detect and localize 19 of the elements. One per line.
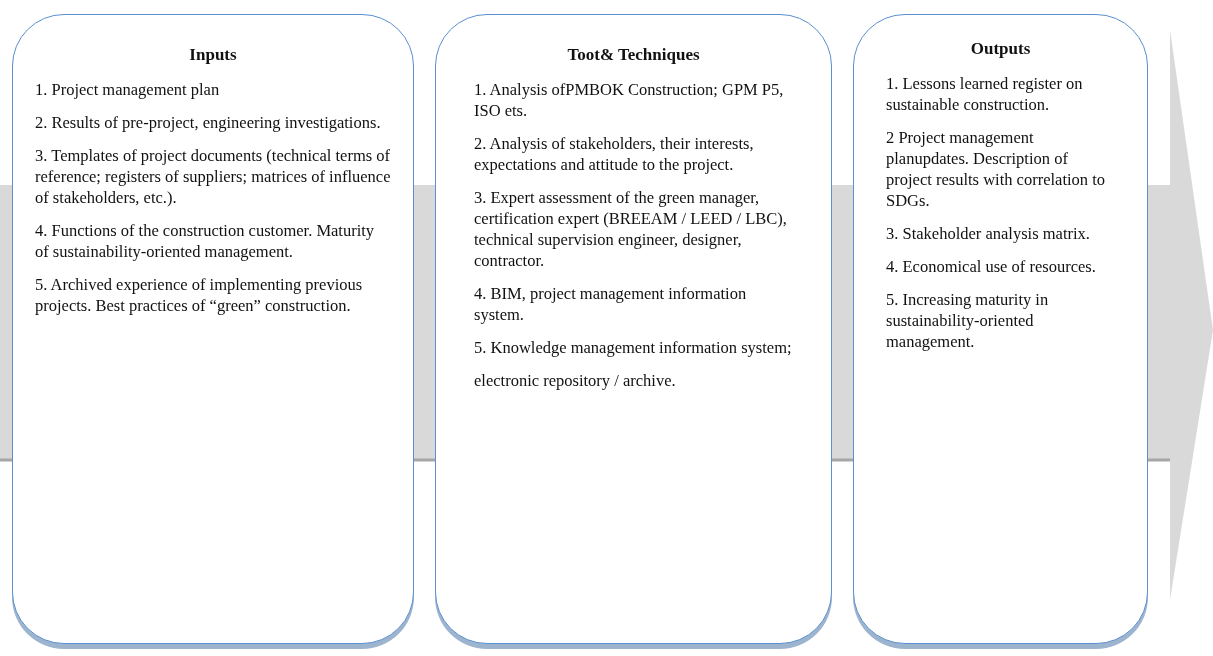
panel-heading: Outputs (969, 39, 1032, 59)
list-item: 1. Analysis ofPMBOK Construction; GPM P5, ISO ets. (474, 79, 785, 121)
panel-heading: Toot& Techniques (566, 45, 701, 65)
list-item: 3. Templates of project documents (technical terms of reference; registers of suppliers; matrices of influence of stakeholders, etc.). (35, 145, 391, 208)
list-item: 1. Project management plan (35, 79, 221, 100)
list-item: 4. Functions of the construction customer. Maturity of sustainability-oriented management. (35, 220, 376, 262)
list-item: 2. Results of pre-project, engineering investigations. (35, 112, 382, 133)
list-item: 2 Project management planupdates. Description of project results with correlation to SDGs. (886, 127, 1107, 211)
list-item: 4. BIM, project management information system. (474, 283, 748, 325)
list-item: 5. Increasing maturity in sustainability-oriented management. (886, 289, 1050, 352)
list-item: 5. Archived experience of implementing previous projects. Best practices of “green” construction. (35, 274, 364, 316)
list-item: electronic repository / archive. (474, 370, 677, 391)
list-item: 3. Stakeholder analysis matrix. (886, 223, 1091, 244)
list-item: 4. Economical use of resources. (886, 256, 1097, 277)
list-item: 2. Analysis of stakeholders, their interests, expectations and attitude to the project. (474, 133, 755, 175)
panel-heading: Inputs (188, 45, 238, 65)
list-item: 3. Expert assessment of the green manager, certification expert (BREEAM / LEED / LBC), technical supervision engineer, designer, contractor. (474, 187, 788, 271)
list-item: 5. Knowledge management information system; (474, 337, 793, 358)
list-item: 1. Lessons learned register on sustainable construction. (886, 73, 1084, 115)
